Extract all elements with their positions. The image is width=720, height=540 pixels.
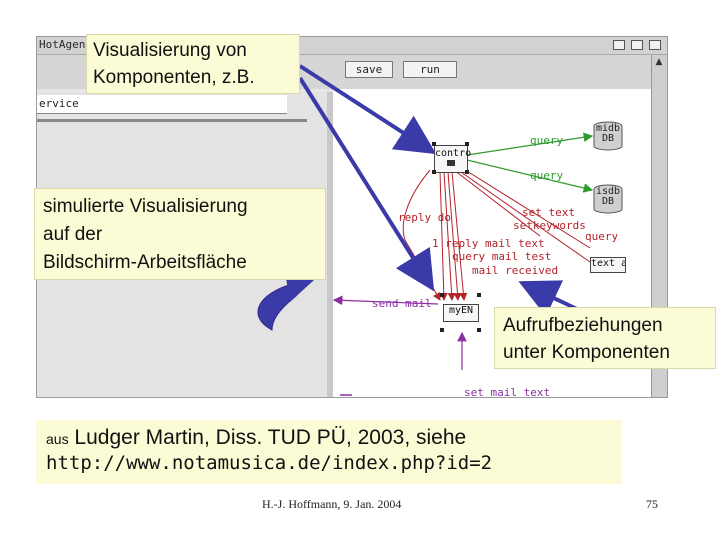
citation-url-link[interactable]: http://www.notamusica.de/index.php?id=2 xyxy=(46,452,493,474)
control-chip-icon xyxy=(447,160,455,166)
myen-node[interactable]: myEN xyxy=(443,304,479,322)
message-label: reply do xyxy=(398,211,451,224)
scroll-up-icon[interactable]: ▲ xyxy=(655,57,663,67)
midb-name: midb xyxy=(595,123,621,134)
splitter-handle[interactable] xyxy=(327,92,333,397)
midb-label: midb DB xyxy=(590,124,626,144)
callout-arrow-myen xyxy=(298,76,435,292)
page-number: 75 xyxy=(646,497,658,511)
red-message-edges xyxy=(402,167,591,301)
message-label: send mail xyxy=(372,297,432,310)
midb-type: DB xyxy=(601,133,615,144)
query-edge-midb xyxy=(466,132,594,156)
message-label: setkeywords xyxy=(513,219,586,232)
selection-handle[interactable] xyxy=(432,142,436,146)
panel-divider xyxy=(37,119,307,122)
selection-handle[interactable] xyxy=(465,170,469,174)
message-label: mail received xyxy=(472,264,559,277)
run-button[interactable]: run xyxy=(403,61,457,78)
query-edge-isdb xyxy=(466,159,594,193)
close-button[interactable] xyxy=(649,40,661,50)
save-button[interactable]: save xyxy=(345,61,393,78)
callout-line: auf der xyxy=(43,224,103,245)
citation-prefix: aus xyxy=(46,431,69,447)
selection-handle[interactable] xyxy=(465,142,469,146)
callout-arrow-control xyxy=(298,64,437,155)
control-node-label: contro xyxy=(435,148,472,159)
curved-arrow-icon xyxy=(257,283,297,331)
message-label: query xyxy=(530,134,564,147)
control-node[interactable]: contro xyxy=(434,145,472,173)
citation-text: Ludger Martin, Diss. TUD PÜ, 2003, siehe xyxy=(74,426,467,449)
curved-arrow-head-icon xyxy=(286,278,314,302)
source-citation: aus Ludger Martin, Diss. TUD PÜ, 2003, s… xyxy=(36,420,622,484)
isdb-name: isdb xyxy=(595,186,621,197)
minimize-button[interactable] xyxy=(613,40,625,50)
selection-handle[interactable] xyxy=(440,328,444,332)
callout-line: Visualisierung von xyxy=(93,40,247,61)
selection-handle[interactable] xyxy=(432,170,436,174)
message-label: set text xyxy=(522,206,575,219)
isdb-database-icon[interactable] xyxy=(590,183,626,217)
window-title: HotAgent xyxy=(39,38,92,51)
selection-handle[interactable] xyxy=(477,328,481,332)
simulated-callout: simulierte Visualisierung auf der Bildsc… xyxy=(34,188,326,280)
callout-line: simulierte Visualisierung xyxy=(43,196,248,217)
message-label: query mail test xyxy=(452,250,552,263)
citation-line: aus Ludger Martin, Diss. TUD PÜ, 2003, s… xyxy=(46,426,612,450)
service-list-header[interactable]: ervice xyxy=(37,95,287,114)
callout-line: Bildschirm-Arbeitsfläche xyxy=(43,252,247,273)
components-callout: Visualisierung von Komponenten, z.B. xyxy=(86,34,300,94)
callout-line: Aufrufbeziehungen xyxy=(503,315,663,336)
service-label: ervice xyxy=(39,97,79,110)
selection-handle[interactable] xyxy=(440,293,444,297)
isdb-label: isdb DB xyxy=(590,187,626,207)
send-mail-edge xyxy=(332,295,439,306)
call-relations-callout: Aufrufbeziehungen unter Komponenten xyxy=(494,307,716,369)
message-label: 1 reply mail text xyxy=(432,237,545,250)
maximize-button[interactable] xyxy=(631,40,643,50)
midb-database-icon[interactable] xyxy=(590,120,626,154)
message-label: query xyxy=(530,169,564,182)
message-label: query xyxy=(585,230,619,243)
isdb-type: DB xyxy=(601,196,615,207)
callout-line: unter Komponenten xyxy=(503,342,670,363)
selection-handle[interactable] xyxy=(477,293,481,297)
slide-footer: H.-J. Hoffmann, 9. Jan. 2004 xyxy=(262,497,402,511)
callout-line: Komponenten, z.B. xyxy=(93,67,255,88)
text-agent-node[interactable]: text a xyxy=(590,257,626,273)
message-label: set mail text xyxy=(464,386,551,399)
